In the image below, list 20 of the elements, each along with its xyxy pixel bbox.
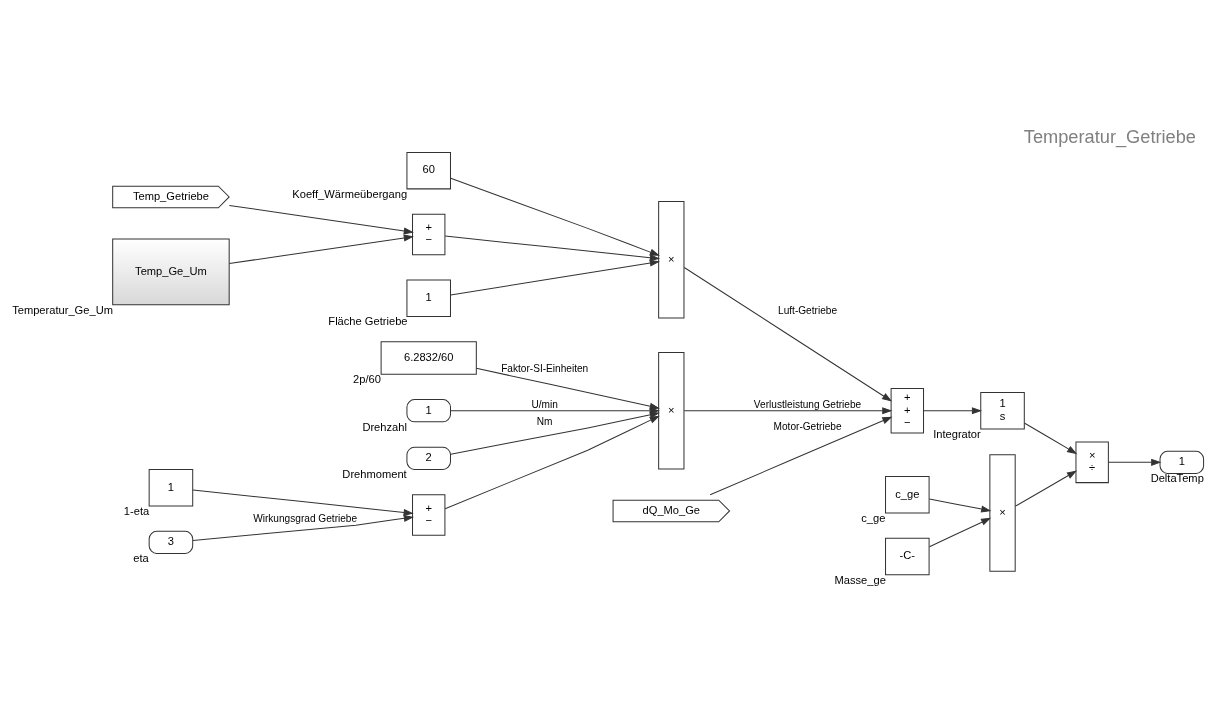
node-label: Temperatur_Ge_Um xyxy=(12,303,113,316)
node-label: Koeff_Wärmeübergang xyxy=(292,187,408,200)
node-label: Drehzahl xyxy=(362,420,407,433)
node-label: Masse_ge xyxy=(834,573,886,586)
edge-label: Luft-Getriebe xyxy=(778,305,838,317)
edge-label: Verlustleistung Getriebe xyxy=(753,398,862,410)
node-label: Fläche Getriebe xyxy=(328,315,408,328)
edge-label: Nm xyxy=(536,415,553,427)
node-label: Integrator xyxy=(933,427,981,440)
edge-label: Wirkungsgrad Getriebe xyxy=(253,513,358,525)
node-label: DeltaTemp xyxy=(1150,472,1204,485)
node-label: c_ge xyxy=(861,511,886,524)
node-label: eta xyxy=(133,552,149,565)
edge-label: Motor-Getriebe xyxy=(773,420,842,432)
node-label: 1-eta xyxy=(123,504,150,517)
edge-label: Faktor-SI-Einheiten xyxy=(501,363,589,375)
node-label: Drehmoment xyxy=(342,468,407,481)
node-label: 2p/60 xyxy=(353,373,381,386)
diagram-title: Temperatur_Getriebe xyxy=(1023,125,1196,147)
edge-label: U/min xyxy=(531,398,558,410)
